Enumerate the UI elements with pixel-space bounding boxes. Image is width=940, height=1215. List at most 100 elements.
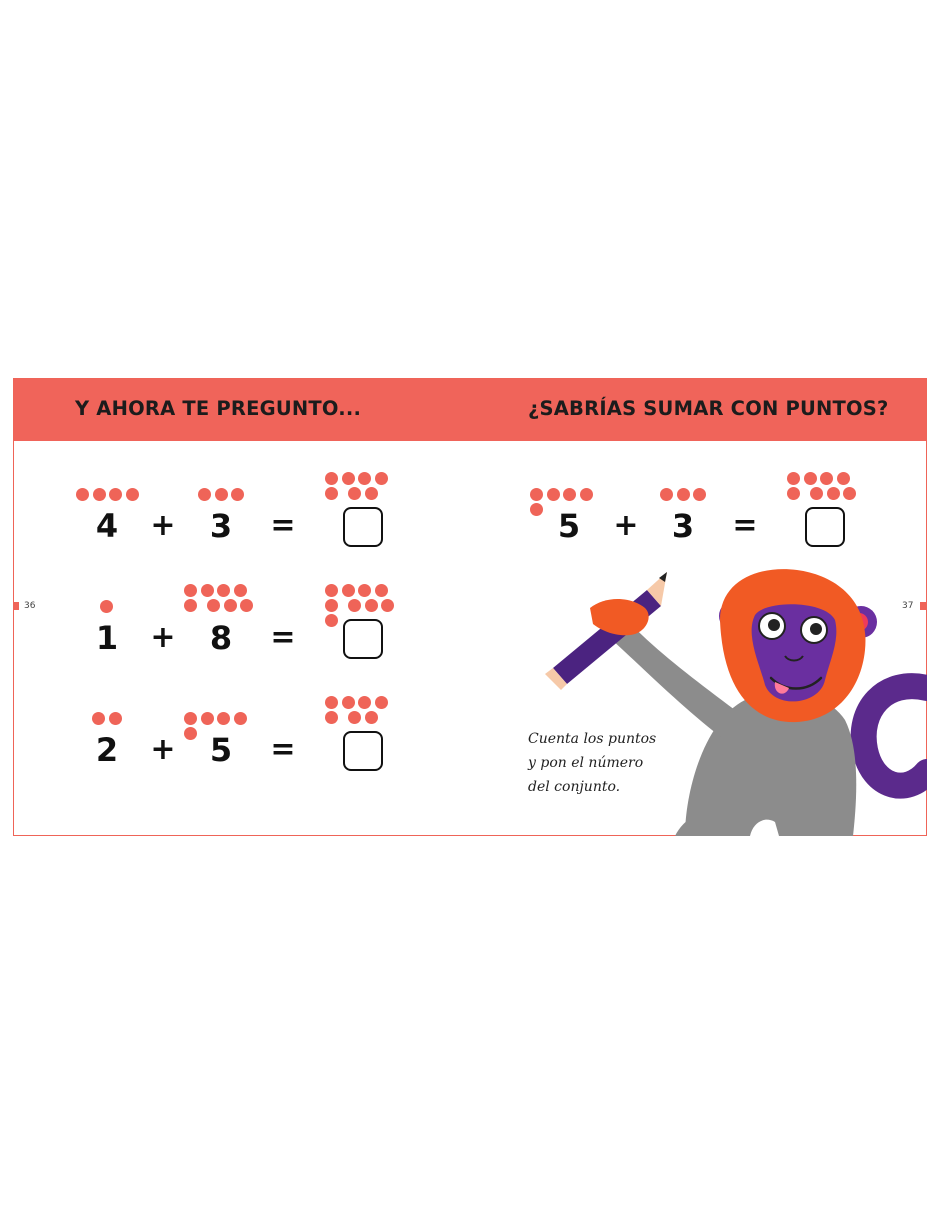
dots-addend-b [184,712,268,742]
counting-dot [803,472,817,485]
counting-dot [364,711,378,724]
counting-dot [358,584,371,597]
counting-dot [364,487,378,500]
answer-box[interactable] [343,731,383,771]
dots-addend-a [76,488,160,503]
instruction-line: del conjunto. [528,779,621,795]
counting-dot [348,711,361,724]
answer-box[interactable] [343,507,383,547]
counting-dot [325,599,338,612]
addend-b: 8 [209,619,233,657]
counting-dot [358,472,371,485]
dots-result [787,472,871,502]
counting-dot [92,488,106,501]
counting-dot [546,488,560,501]
counting-dot [660,488,673,501]
dots-addend-b [660,488,744,503]
counting-dot [184,584,197,597]
dots-addend-a [530,488,614,518]
addend-a: 5 [557,507,581,545]
plus-sign: + [613,508,639,543]
monkey-illustration [545,569,927,836]
counting-dot [374,472,388,485]
plus-sign: + [150,732,176,767]
dots-addend-b [198,488,282,503]
counting-dot [325,711,338,724]
counting-dot [325,472,338,485]
right-page-title: ¿SABRÍAS SUMAR CON PUNTOS? [528,397,889,420]
counting-dot [820,472,833,485]
counting-dot [358,696,371,709]
page-number-right: 37 [902,601,914,611]
addend-b: 3 [671,507,695,545]
monkey-tongue [774,682,789,694]
monkey-pupil-right [810,623,822,635]
page-number-left: 36 [24,601,36,611]
counting-dot [676,488,690,501]
monkey-tail [850,673,927,799]
counting-dot [92,712,105,725]
counting-dot [223,599,237,612]
equals-sign: = [270,620,296,655]
dots-result [325,472,409,502]
counting-dot [184,599,197,612]
counting-dot [348,487,361,500]
monkey-pupil-left [768,619,780,631]
dots-addend-a [92,712,176,727]
monkey-arm [610,620,735,740]
counting-dot [233,712,247,725]
counting-dot [100,600,113,613]
counting-dot [579,488,593,501]
counting-dot [348,599,361,612]
counting-dot [207,599,220,612]
monkey-nose [784,655,804,662]
counting-dot [325,696,338,709]
counting-dot [810,487,823,500]
counting-dot [325,614,338,627]
header-banner [14,379,926,441]
dots-addend-b [184,584,268,614]
addend-b: 3 [209,507,233,545]
counting-dot [826,487,840,500]
counting-dot [374,696,388,709]
counting-dot [217,584,230,597]
plus-sign: + [150,508,176,543]
counting-dot [76,488,89,501]
counting-dot [125,488,139,501]
addend-a: 2 [95,731,119,769]
counting-dot [184,712,197,725]
counting-dot [231,488,244,501]
counting-dot [563,488,576,501]
counting-dot [341,696,355,709]
counting-dot [214,488,228,501]
counting-dot [325,487,338,500]
counting-dot [836,472,850,485]
answer-box[interactable] [805,507,845,547]
addend-a: 1 [95,619,119,657]
answer-box[interactable] [343,619,383,659]
page-marker [13,602,19,610]
counting-dot [364,599,378,612]
equals-sign: = [270,732,296,767]
instruction-text: Cuenta los puntos y pon el número del co… [528,727,688,799]
counting-dot [787,487,800,500]
addend-a: 4 [95,507,119,545]
counting-dot [325,584,338,597]
instruction-line: Cuenta los puntos [528,731,657,747]
addend-b: 5 [209,731,233,769]
counting-dot [341,584,355,597]
equals-sign: = [270,508,296,543]
left-page-title: Y AHORA TE PREGUNTO... [75,397,362,420]
monkey-leg [675,805,750,836]
counting-dot [200,712,214,725]
counting-dot [109,488,122,501]
counting-dot [200,584,214,597]
counting-dot [198,488,211,501]
counting-dot [240,599,253,612]
counting-dot [233,584,247,597]
monkey-foot-gap [750,819,779,836]
plus-sign: + [150,620,176,655]
counting-dot [217,712,230,725]
counting-dot [530,503,543,516]
counting-dot [787,472,800,485]
